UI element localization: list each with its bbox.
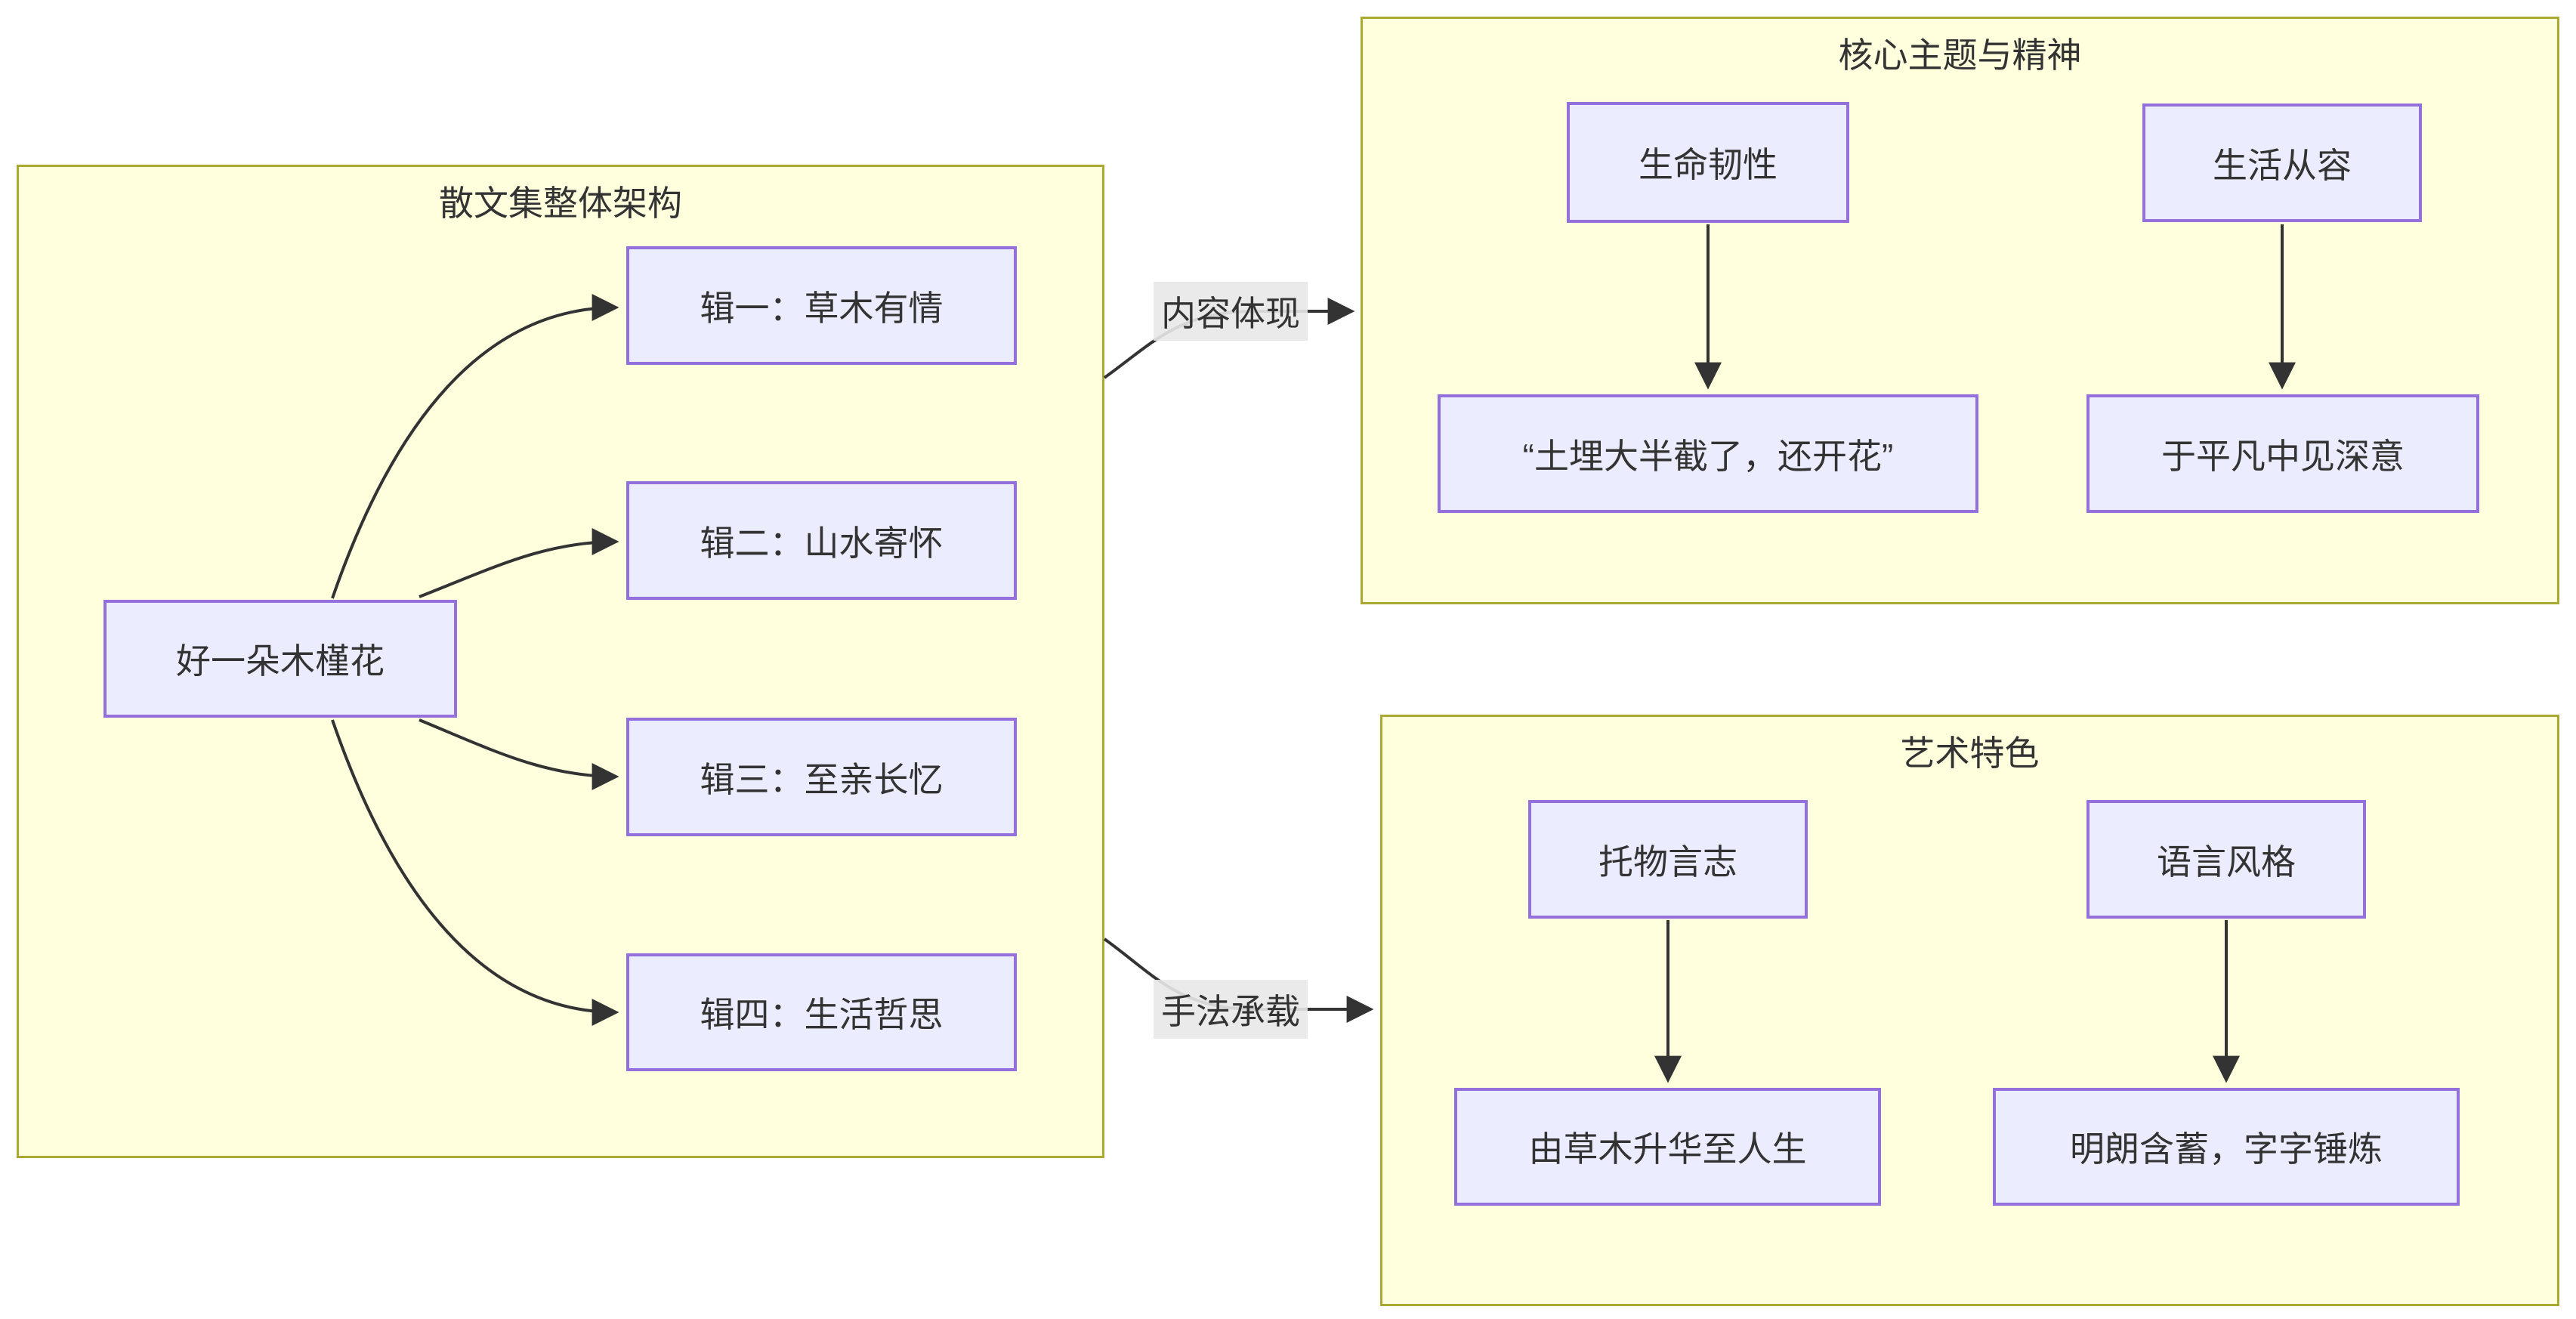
node-vol3: 辑三：至亲长忆 [626, 718, 1017, 836]
node-symbolism-detail: 由草木升华至人生 [1454, 1088, 1881, 1206]
node-language: 语言风格 [2086, 800, 2366, 919]
node-ease: 生活从容 [2142, 103, 2422, 222]
container-structure-title: 散文集整体架构 [439, 184, 682, 223]
node-vol2: 辑二：山水寄怀 [626, 481, 1017, 600]
node-vol1: 辑一：草木有情 [626, 246, 1017, 365]
edge-label-technique: 手法承载 [1154, 980, 1308, 1039]
node-root: 好一朵木槿花 [103, 600, 457, 718]
node-resilience-detail: “土埋大半截了，还开花” [1438, 394, 1978, 513]
node-ease-detail: 于平凡中见深意 [2086, 394, 2479, 513]
node-language-detail: 明朗含蓄，字字锤炼 [1993, 1088, 2460, 1206]
container-art-title: 艺术特色 [1900, 734, 2040, 773]
node-resilience: 生命韧性 [1567, 102, 1849, 223]
node-vol4: 辑四：生活哲思 [626, 953, 1017, 1071]
node-symbolism: 托物言志 [1528, 800, 1808, 919]
container-themes-title: 核心主题与精神 [1838, 36, 2082, 75]
edge-label-content: 内容体现 [1154, 282, 1308, 341]
